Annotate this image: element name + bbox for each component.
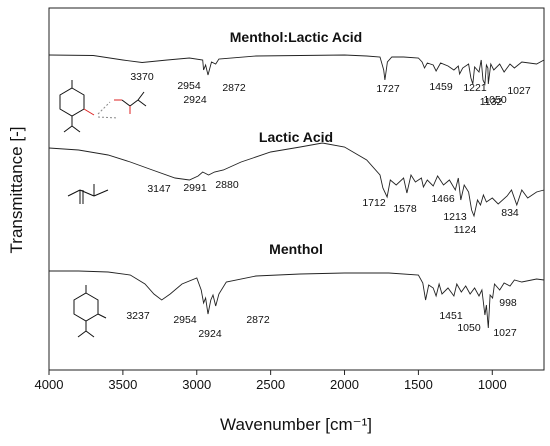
- peak-label-21: 2924: [198, 328, 222, 340]
- menthol-lactic-acid-h-bond-structure-icon: [59, 80, 147, 133]
- series-title-2: Menthol: [269, 241, 323, 257]
- peak-label-22: 2872: [246, 314, 270, 326]
- x-tick-label-1: 3500: [108, 377, 137, 392]
- peak-label-20: 2954: [173, 314, 197, 326]
- peak-label-13: 1712: [362, 197, 386, 209]
- peak-label-25: 1027: [493, 327, 517, 339]
- series-title-0: Menthol:Lactic Acid: [230, 29, 363, 45]
- peak-label-2: 2924: [183, 94, 207, 106]
- peak-label-10: 3147: [147, 183, 171, 195]
- x-tick-label-2: 3000: [182, 377, 211, 392]
- x-tick-label-6: 1000: [478, 377, 507, 392]
- x-tick-label-5: 1500: [404, 377, 433, 392]
- peak-label-17: 1124: [454, 224, 477, 236]
- peak-label-23: 1451: [439, 310, 463, 322]
- series-line-1: [48, 142, 545, 218]
- peak-label-11: 2991: [183, 182, 207, 194]
- x-axis-label: Wavenumber [cm⁻¹]: [220, 415, 372, 434]
- peak-label-4: 1727: [376, 83, 400, 95]
- series-line-0: [48, 54, 545, 86]
- x-axis-ticks: 4000 3500 3000 2500 2000 1500 1000: [35, 370, 507, 392]
- peak-label-15: 1466: [431, 193, 455, 205]
- peak-label-16: 1213: [443, 211, 467, 223]
- series-layer: [48, 54, 545, 329]
- peak-label-5: 1459: [429, 81, 453, 93]
- peak-label-18: 834: [501, 207, 519, 219]
- x-tick-label-0: 4000: [35, 377, 64, 392]
- y-axis-label: Transmittance [-]: [7, 127, 26, 254]
- plot-frame: [48, 7, 545, 371]
- peak-label-0: 3370: [130, 71, 154, 83]
- peak-label-24: 1050: [457, 322, 481, 334]
- peak-label-7: 1132: [480, 96, 503, 108]
- peak-label-19: 3237: [126, 310, 150, 322]
- peak-label-1: 2954: [177, 80, 201, 92]
- peak-label-14: 1578: [393, 203, 417, 215]
- series-title-1: Lactic Acid: [259, 129, 333, 145]
- x-tick-label-3: 2500: [256, 377, 285, 392]
- lactic-acid-structure-icon: [67, 184, 109, 204]
- peak-label-12: 2880: [215, 179, 239, 191]
- series-line-2: [49, 270, 545, 329]
- peak-label-9: 1027: [507, 85, 531, 97]
- peak-label-3: 2872: [222, 82, 246, 94]
- peak-label-6: 1221: [463, 82, 487, 94]
- menthol-structure-icon: [73, 285, 107, 338]
- peak-label-26: 998: [499, 297, 517, 309]
- x-tick-label-4: 2000: [330, 377, 359, 392]
- peak-label-8: 1050: [483, 94, 507, 106]
